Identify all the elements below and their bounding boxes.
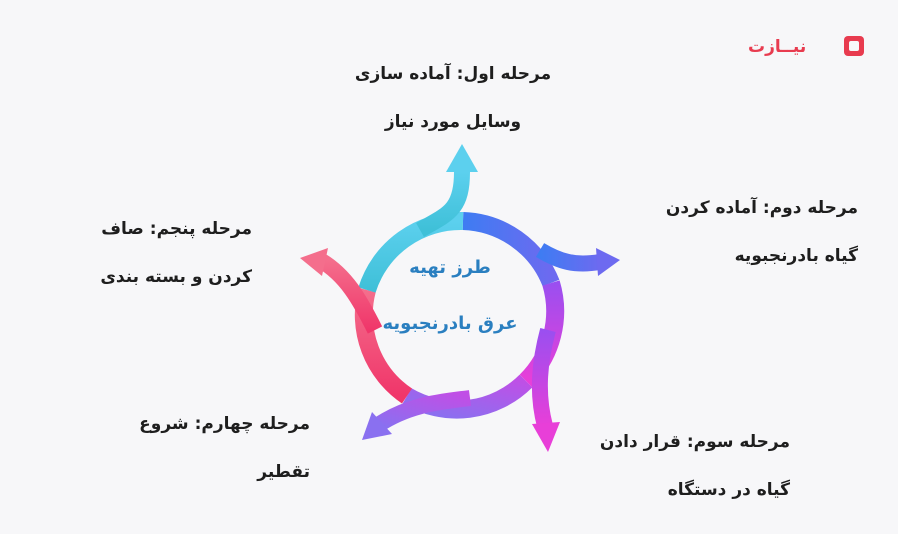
step-2-line2: گیاه بادرنجبویه <box>734 246 858 266</box>
ring-segment-blue <box>462 212 560 287</box>
arrow-stem-top <box>416 171 470 237</box>
logo-text: نیــازت <box>748 37 807 57</box>
arrow-head-left <box>300 248 328 276</box>
step-5-line1: مرحله پنجم: صاف <box>101 219 252 239</box>
arrow-stem-bottom-left <box>373 390 472 432</box>
arrow-head-right <box>596 248 620 276</box>
center-title-line1: طرز تهیه <box>409 257 491 278</box>
arrow-head-bottom-right <box>532 422 560 452</box>
logo-icon <box>844 36 864 56</box>
arrow-stem-left <box>315 253 383 334</box>
step-1-line2: وسایل مورد نیاز <box>384 112 522 132</box>
arrow-head-top <box>446 144 478 172</box>
step-4-line2: تقطیر <box>257 462 310 482</box>
step-1-label: مرحله اول: آماده سازی وسایل مورد نیاز <box>340 50 566 146</box>
center-title: طرز تهیه عرق بادرنجبویه <box>370 240 530 352</box>
arrow-stem-right <box>535 243 602 272</box>
step-2-label: مرحله دوم: آماده کردن گیاه بادرنجبویه <box>636 184 858 280</box>
step-3-label: مرحله سوم: قرار دادن گیاه در دستگاه <box>584 418 790 514</box>
center-title-line2: عرق بادرنجبویه <box>382 313 518 334</box>
step-4-line1: مرحله چهارم: شروع <box>139 414 310 434</box>
step-5-line2: کردن و بسته بندی <box>100 267 252 287</box>
step-3-line1: مرحله سوم: قرار دادن <box>599 432 790 452</box>
step-2-line1: مرحله دوم: آماده کردن <box>665 198 858 218</box>
step-3-line2: گیاه در دستگاه <box>667 480 790 500</box>
step-4-label: مرحله چهارم: شروع تقطیر <box>112 400 310 496</box>
step-5-label: مرحله پنجم: صاف کردن و بسته بندی <box>72 205 252 301</box>
step-1-line1: مرحله اول: آماده سازی <box>354 64 552 84</box>
arrow-stem-bottom-right <box>531 327 556 429</box>
brand-logo: نیــازت <box>748 30 868 64</box>
arrow-head-bottom-left <box>362 412 392 440</box>
